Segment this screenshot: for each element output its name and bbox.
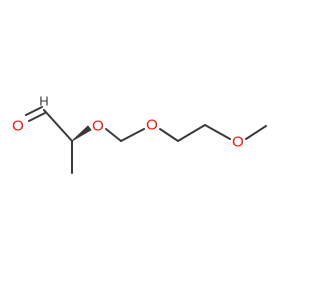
aldehyde-hydrogen-label: H xyxy=(39,94,48,109)
o1-ch2-bond xyxy=(105,128,122,142)
ch2-ch2-bond xyxy=(177,124,206,142)
carbonyl-oxygen-label: O xyxy=(12,118,24,135)
c1-c2-bond xyxy=(43,109,73,142)
ch2-o3-bond xyxy=(204,124,231,140)
ch2-o2-bond xyxy=(120,128,145,142)
o3-methyl-bond xyxy=(245,125,267,140)
ether-oxygen-2-label: O xyxy=(146,117,158,134)
carbonyl-double-bond-b xyxy=(25,106,43,116)
ether-oxygen-1-label: O xyxy=(92,118,104,135)
carbonyl-double-bond-a xyxy=(28,112,46,122)
ether-oxygen-3-label: O xyxy=(232,134,244,151)
stereo-wedge-bond xyxy=(71,125,92,142)
molecule-structure: O H O O O xyxy=(12,94,267,174)
o2-ch2-bond xyxy=(159,128,179,142)
